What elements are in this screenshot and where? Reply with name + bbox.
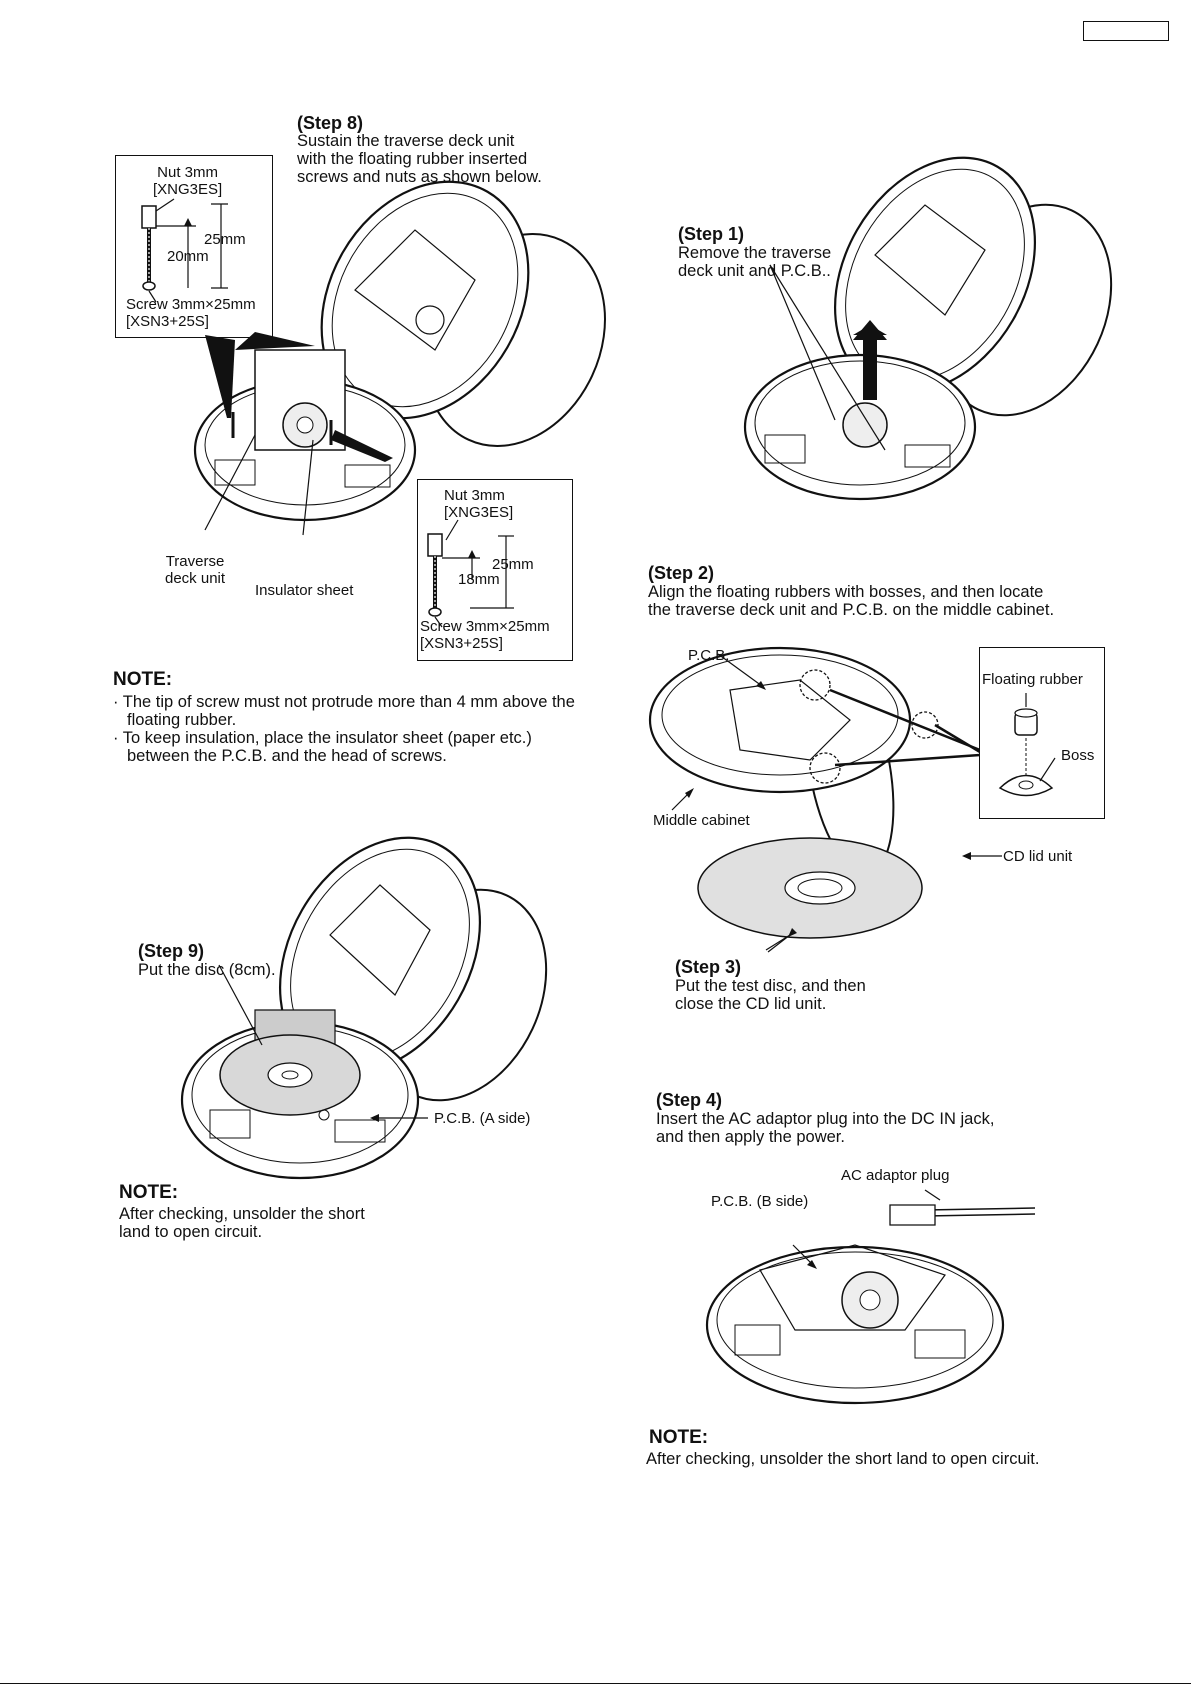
step2-title: (Step 2) — [648, 563, 715, 583]
note2-text: After checking, unsolder the short land … — [119, 1205, 365, 1241]
cd-lid-unit-label: CD lid unit — [1003, 848, 1073, 865]
note1-title: NOTE: — [113, 669, 173, 690]
note2-title: NOTE: — [119, 1182, 179, 1203]
note3: NOTE: After checking, unsolder the short… — [646, 1427, 1126, 1468]
pcb-b-side-label: P.C.B. (B side) — [711, 1193, 809, 1210]
traverse-deck-label: Traverse deck unit — [165, 553, 226, 587]
note1: NOTE: · The tip of screw must not protru… — [113, 669, 583, 765]
cd-lid-arrow — [962, 852, 1002, 860]
note2: NOTE: After checking, unsolder the short… — [119, 1182, 519, 1241]
step9-illustration — [180, 845, 560, 1175]
step1-illustration — [735, 165, 1105, 505]
note1-bullet-2: · To keep insulation, place the insulato… — [113, 729, 532, 765]
pcb-label: P.C.B. — [688, 647, 730, 664]
nut-label-a: Nut 3mm [XNG3ES] — [153, 164, 223, 198]
step8-text: Sustain the traverse deck unit with the … — [297, 132, 542, 186]
step1-text: Remove the traverse deck unit and P.C.B.… — [678, 244, 832, 280]
screw-spec-box-b: Nut 3mm [XNG3ES] 25mm 18mm Screw 3mm×25m… — [417, 479, 573, 661]
ac-adaptor-plug-label: AC adaptor plug — [841, 1167, 950, 1184]
pcb-a-arrow — [370, 1114, 430, 1122]
screw-diagram-b — [418, 520, 572, 630]
floating-rubber-diagram — [980, 693, 1104, 813]
step2-text: Align the floating rubbers with bosses, … — [648, 583, 1055, 619]
screw-spec-box-a: Nut 3mm [XNG3ES] 25mm 20mm Screw 3mm×25m… — [115, 155, 273, 338]
nut-label-b: Nut 3mm [XNG3ES] — [444, 487, 514, 521]
note3-text: After checking, unsolder the short land … — [646, 1450, 1040, 1468]
bottom-rule — [0, 1683, 1191, 1684]
middle-cabinet-label: Middle cabinet — [653, 812, 750, 829]
insulator-sheet-label: Insulator sheet — [255, 582, 354, 599]
screw-label-b: Screw 3mm×25mm [XSN3+25S] — [420, 618, 550, 652]
pcb-a-side-label: P.C.B. (A side) — [434, 1110, 531, 1127]
step4-illustration — [705, 1180, 1035, 1410]
step4-title: (Step 4) — [656, 1090, 723, 1110]
step1-title: (Step 1) — [678, 224, 745, 244]
note1-bullet-1: · The tip of screw must not protrude mor… — [113, 693, 575, 729]
floating-rubber-box: Floating rubber Boss — [979, 647, 1105, 819]
step4-text: Insert the AC adaptor plug into the DC I… — [656, 1110, 995, 1146]
boss-label: Boss — [1061, 747, 1095, 764]
floating-rubber-label: Floating rubber — [982, 671, 1083, 688]
step3-title: (Step 3) — [675, 957, 742, 977]
len-thread-a: 20mm — [167, 248, 209, 265]
note3-title: NOTE: — [649, 1427, 709, 1448]
step9-text: Put the disc (8cm). — [138, 961, 276, 979]
len-total-a: 25mm — [204, 231, 246, 248]
screw-label-a: Screw 3mm×25mm [XSN3+25S] — [126, 296, 256, 330]
len-thread-b: 18mm — [458, 571, 500, 588]
step8-illustration — [185, 190, 605, 520]
page-number-box — [1083, 21, 1169, 41]
step9-title: (Step 9) — [138, 941, 205, 961]
step8-title: (Step 8) — [297, 113, 364, 133]
screw-diagram-a — [116, 196, 272, 306]
step3-text: Put the test disc, and then close the CD… — [675, 977, 866, 1013]
step2-illustration — [650, 630, 980, 950]
len-total-b: 25mm — [492, 556, 534, 573]
